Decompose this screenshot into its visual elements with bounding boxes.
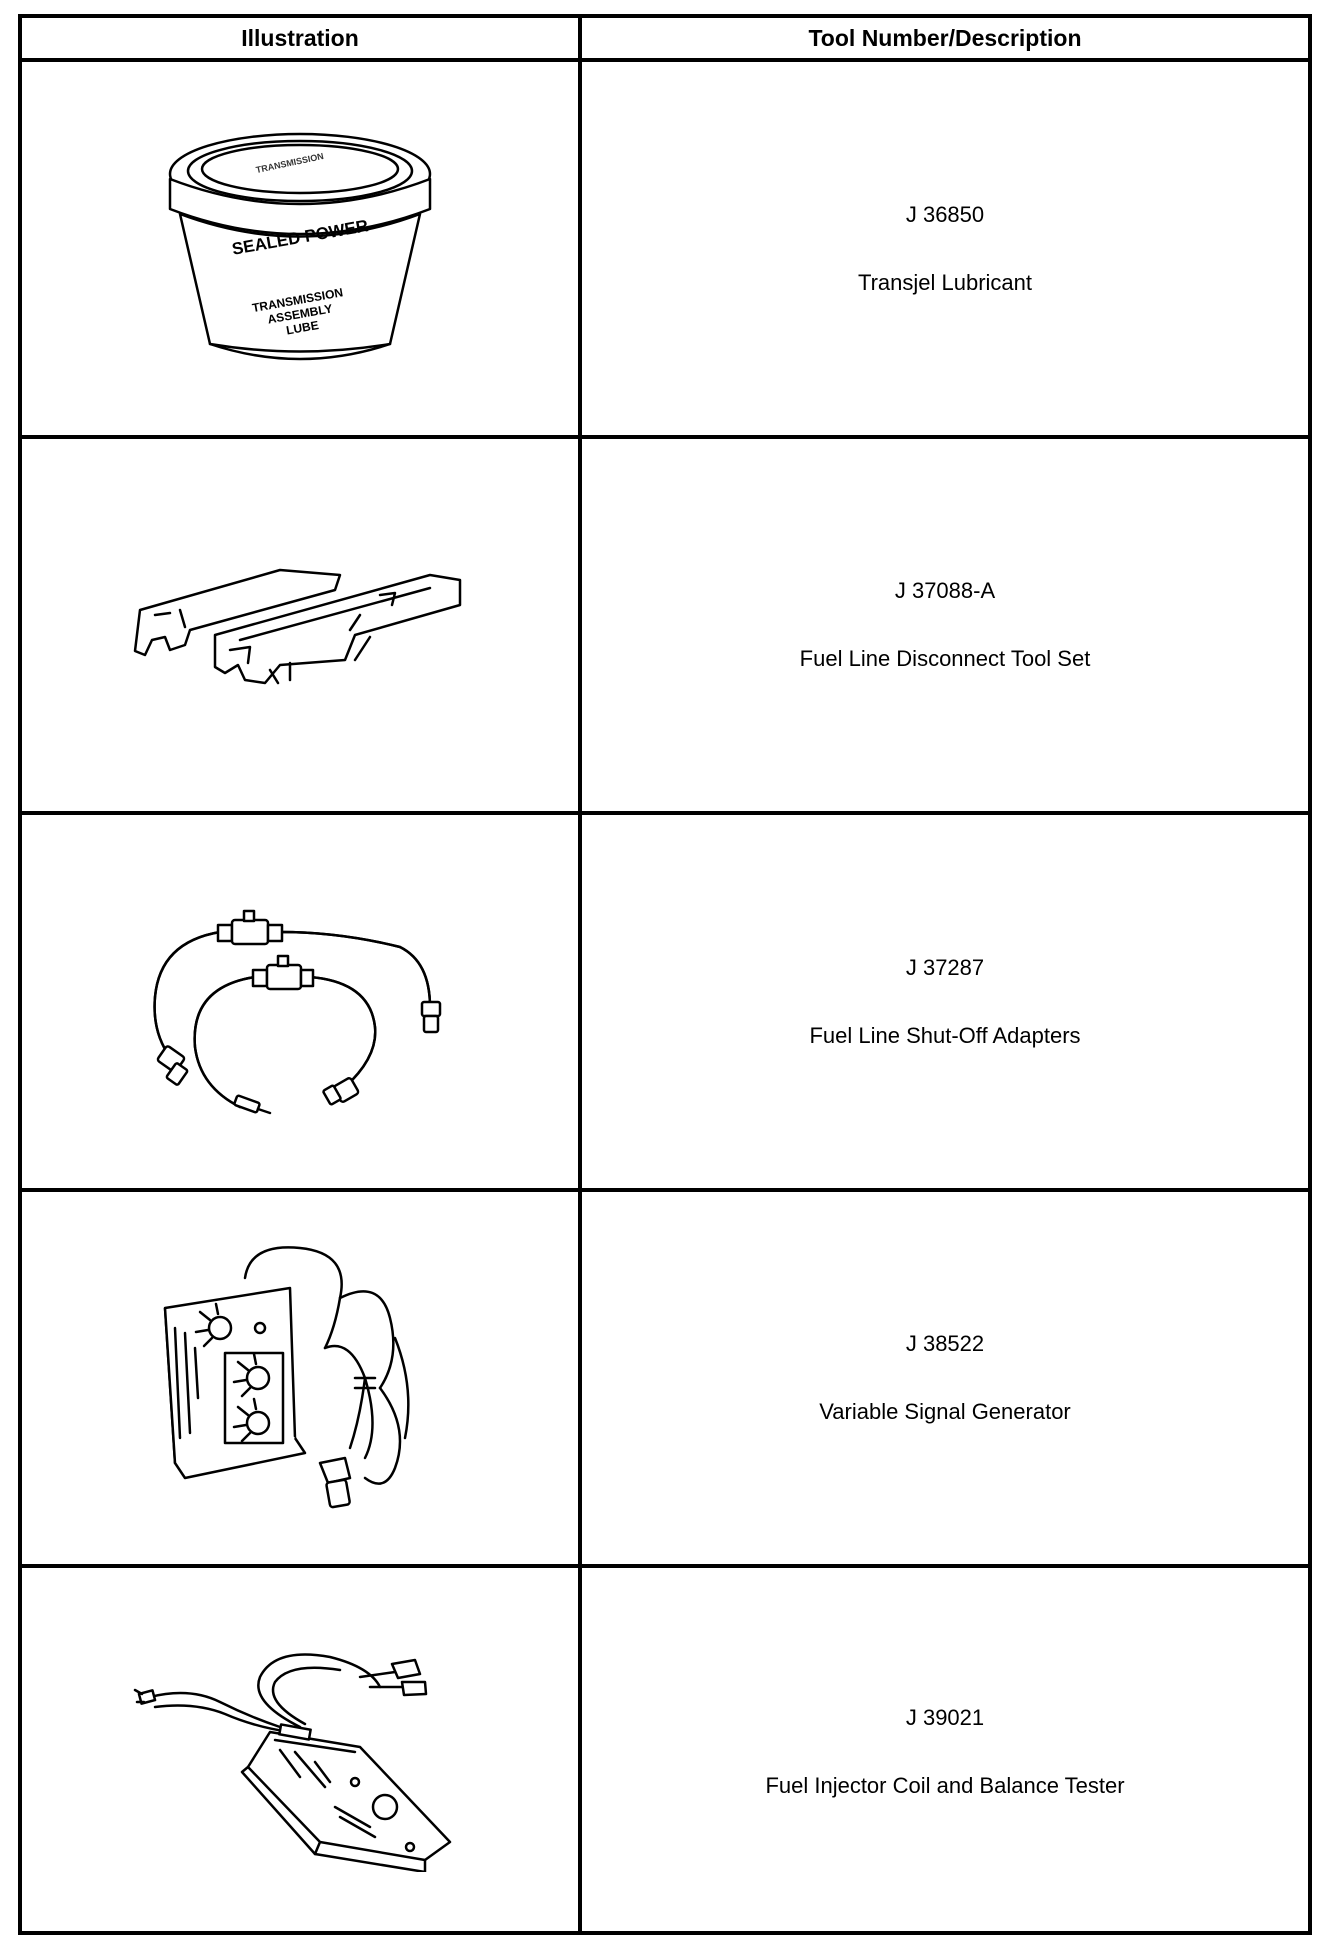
tool-description: Variable Signal Generator [819,1399,1071,1424]
tool-number: J 37088-A [894,578,996,603]
illustration-cell [22,439,582,811]
tool-cell: J 39021 Fuel Injector Coil and Balance T… [582,1568,1308,1935]
table-row: J 39021 Fuel Injector Coil and Balance T… [22,1568,1308,1935]
table-row: J 37088-A Fuel Line Disconnect Tool Set [22,439,1308,815]
tool-number: J 38522 [905,1331,985,1356]
tool-description: Fuel Line Shut-Off Adapters [809,1022,1081,1048]
table-row: J 37287 Fuel Line Shut-Off Adapters [22,815,1308,1192]
tool-number: J 36850 [905,201,985,227]
lubricant-tub-icon: SEALED POWER TRANSMISSION TRANSMISSION A… [168,132,432,360]
tub-label-line3: LUBE [285,318,320,337]
tool-cell: J 37287 Fuel Line Shut-Off Adapters [582,815,1308,1188]
signal-generator-icon [163,1246,410,1509]
table-row: J 38522 Variable Signal Generator [22,1192,1308,1568]
tool-cell: J 38522 Variable Signal Generator [582,1192,1308,1564]
header-illustration: Illustration [22,18,582,58]
tool-cell: J 37088-A Fuel Line Disconnect Tool Set [582,439,1308,811]
illustration-cell: SEALED POWER TRANSMISSION TRANSMISSION A… [22,62,582,435]
tool-description: Fuel Injector Coil and Balance Tester [765,1772,1125,1798]
illustration-cell [22,1568,582,1935]
table-row: SEALED POWER TRANSMISSION TRANSMISSION A… [22,62,1308,439]
tool-cell: J 36850 Transjel Lubricant [582,62,1308,435]
illustration-cell [22,815,582,1188]
tool-number: J 37287 [905,954,985,980]
tool-number: J 39021 [905,1704,985,1730]
shutoff-adapter-hoses-icon [153,909,442,1114]
disconnect-tool-icon [133,568,462,685]
tool-description: Transjel Lubricant [857,269,1033,295]
header-tool-number-description: Tool Number/Description [808,24,1082,51]
special-tools-table: Illustration Tool Number/Description SEA… [18,14,1312,1935]
tool-description: Fuel Line Disconnect Tool Set [799,646,1091,671]
injector-tester-icon [133,1652,452,1872]
table-header: Illustration Tool Number/Description [22,18,1308,62]
illustration-cell [22,1192,582,1564]
